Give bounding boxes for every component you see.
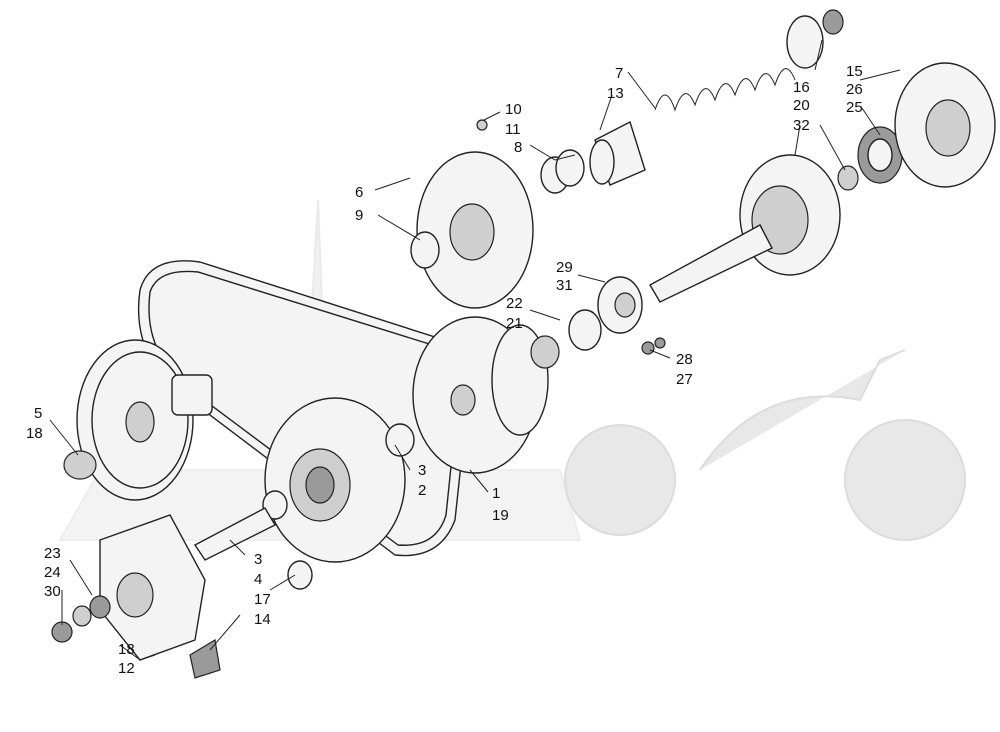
callout-3-lower: 3 xyxy=(254,551,262,568)
callout-31: 31 xyxy=(556,277,573,294)
callout-9: 9 xyxy=(355,207,363,224)
callout-18-lower: 18 xyxy=(118,641,135,658)
callout-15: 15 xyxy=(846,63,863,80)
callout-22: 22 xyxy=(506,295,523,312)
callout-10: 10 xyxy=(505,101,522,118)
callout-12: 12 xyxy=(118,660,135,677)
clutch-shoe xyxy=(894,62,996,188)
callout-5: 5 xyxy=(34,405,42,422)
nut-28 xyxy=(641,337,666,355)
callout-29: 29 xyxy=(556,259,573,276)
callout-13: 13 xyxy=(607,85,624,102)
callout-3: 3 xyxy=(418,462,426,479)
drive-clutch-plate xyxy=(76,339,213,501)
weight-14 xyxy=(189,639,221,679)
callout-17: 17 xyxy=(254,591,271,608)
shaft-4 xyxy=(193,507,276,561)
callout-4: 4 xyxy=(254,571,262,588)
callout-18: 18 xyxy=(26,425,43,442)
spring-7 xyxy=(654,68,796,112)
collar-22 xyxy=(530,335,560,369)
driven-sheave xyxy=(410,151,534,309)
spacer-18 xyxy=(63,450,97,480)
seal-rings-8 xyxy=(540,149,585,194)
callout-24: 24 xyxy=(44,564,61,581)
callout-16: 16 xyxy=(793,79,810,96)
callout-1: 1 xyxy=(492,485,500,502)
clutch-drum xyxy=(649,154,841,303)
ring-21 xyxy=(568,309,602,351)
callout-25: 25 xyxy=(846,99,863,116)
bearing-32 xyxy=(837,165,859,191)
bushing-13 xyxy=(589,120,646,186)
bearing-25 xyxy=(857,126,903,184)
callout-21: 21 xyxy=(506,315,523,332)
bushing-3 xyxy=(262,490,288,520)
callout-27: 27 xyxy=(676,371,693,388)
callout-2: 2 xyxy=(418,482,426,499)
callout-23: 23 xyxy=(44,545,61,562)
bushing-17 xyxy=(287,560,313,590)
screw-10 xyxy=(476,119,488,131)
callout-19: 19 xyxy=(492,507,509,524)
movable-sheave xyxy=(264,397,415,563)
callout-labels: 7 13 10 11 8 6 9 15 26 25 16 20 32 29 31… xyxy=(26,63,863,677)
fixed-sheave xyxy=(412,316,549,474)
callout-6: 6 xyxy=(355,184,363,201)
callout-28: 28 xyxy=(676,351,693,368)
callout-8: 8 xyxy=(514,139,522,156)
callout-14: 14 xyxy=(254,611,271,628)
callout-11: 11 xyxy=(505,121,521,138)
callout-20: 20 xyxy=(793,97,810,114)
callout-7: 7 xyxy=(615,65,623,82)
callout-30: 30 xyxy=(44,583,61,600)
callout-26: 26 xyxy=(846,81,863,98)
spider-assembly xyxy=(51,514,206,661)
leader-lines xyxy=(49,39,901,661)
bearing-29 xyxy=(597,276,643,334)
callout-32: 32 xyxy=(793,117,810,134)
cam-16 xyxy=(786,9,844,69)
